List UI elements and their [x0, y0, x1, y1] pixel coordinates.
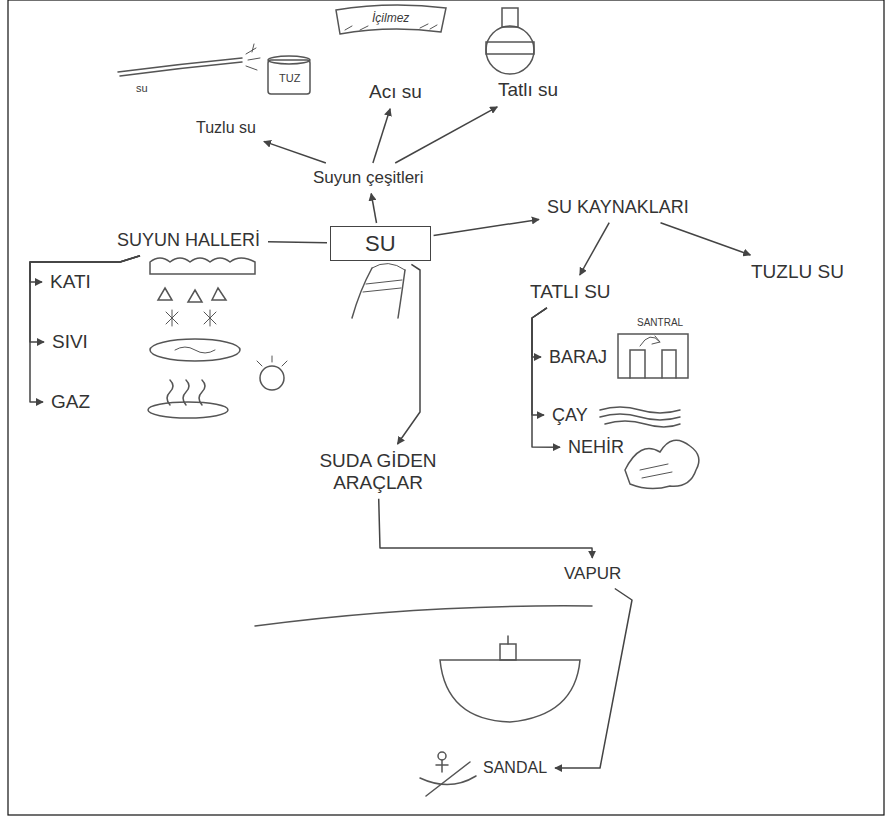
concept-label: KATI	[50, 271, 91, 293]
concept-text: Tatlı su	[494, 77, 562, 103]
solid-ice-drawing	[150, 258, 255, 326]
concept-text: ÇAY	[548, 403, 592, 428]
concept-label: GAZ	[51, 391, 90, 413]
concept-label: ÇAY	[552, 405, 588, 426]
gas-steam-drawing	[148, 380, 228, 418]
stream-waves-drawing	[600, 407, 680, 427]
concept-text: SU KAYNAKLARI	[543, 195, 693, 220]
concept-label: TATLI SU	[530, 281, 611, 303]
concept-label: Tatlı su	[498, 79, 558, 101]
concept-text: SIVI	[48, 329, 92, 355]
concept-text: TATLI SU	[526, 279, 615, 305]
concept-text: TUZLU SU	[747, 259, 848, 285]
concept-label: TUZLU SU	[751, 261, 844, 283]
concept-label: BARAJ	[549, 347, 607, 368]
connector-arrow	[532, 308, 560, 447]
concept-text: SANDAL	[479, 757, 551, 779]
concept-text: KATI	[46, 269, 95, 295]
connector-arrow	[398, 264, 421, 444]
concept-text: VAPUR	[560, 562, 625, 586]
bottle-drawing	[486, 8, 534, 74]
concept-text: NEHİR	[564, 435, 628, 460]
dam-drawing	[618, 334, 688, 378]
concept-heading: SUDA GİDEN ARAÇLAR	[279, 448, 477, 496]
concept-text: SUYUN HALLERİ	[113, 228, 264, 253]
connector-arrow	[30, 256, 140, 342]
page-frame	[8, 0, 884, 815]
concept-text: Suyun çeşitleri	[309, 166, 428, 190]
hose-drawing	[118, 44, 260, 76]
power-plant-label: SANTRAL	[635, 317, 685, 328]
connector-line	[268, 242, 327, 243]
concept-text: BARAJ	[545, 345, 611, 370]
concept-label: Acı su	[369, 81, 422, 103]
rowboat-drawing	[420, 752, 476, 796]
connector-arrow	[30, 256, 140, 402]
concept-label: SUDA GİDEN ARAÇLAR	[283, 450, 473, 494]
central-concept-box: SU	[330, 226, 431, 261]
hose-label: su	[134, 82, 150, 94]
concept-label: SANDAL	[483, 759, 547, 777]
concept-label: NEHİR	[568, 437, 624, 458]
liquid-drawing	[150, 339, 287, 390]
concept-label: Tuzlu su	[196, 119, 256, 137]
jar-label: TUZ	[277, 72, 302, 84]
connector-arrow	[532, 308, 547, 415]
connector-arrow	[373, 109, 390, 163]
concept-text: Tuzlu su	[192, 117, 260, 139]
concept-text: Acı su	[365, 79, 426, 105]
salt-jar-drawing	[268, 56, 310, 94]
hand-drawing	[352, 263, 405, 318]
connector-arrow	[395, 107, 497, 163]
connector-arrow	[379, 499, 593, 558]
connector-arrow	[264, 141, 326, 163]
connector-arrow	[532, 308, 547, 357]
connector-arrow	[661, 223, 751, 255]
concept-label: SU KAYNAKLARI	[547, 197, 689, 218]
ship-drawing	[255, 606, 592, 722]
concept-label: SIVI	[52, 331, 88, 353]
concept-label: Suyun çeşitleri	[313, 168, 424, 188]
connector-arrow	[434, 219, 539, 235]
sign-drawing	[336, 5, 446, 34]
river-drawing	[625, 440, 699, 488]
connector-arrow	[555, 589, 632, 769]
concept-text: GAZ	[47, 389, 94, 415]
concept-label: SUYUN HALLERİ	[117, 230, 260, 251]
concept-label: VAPUR	[564, 564, 621, 584]
connector-arrow	[580, 223, 609, 275]
connector-arrow	[371, 194, 376, 224]
concept-label: SU	[365, 231, 396, 256]
sign-text: İçilmez	[370, 12, 411, 25]
